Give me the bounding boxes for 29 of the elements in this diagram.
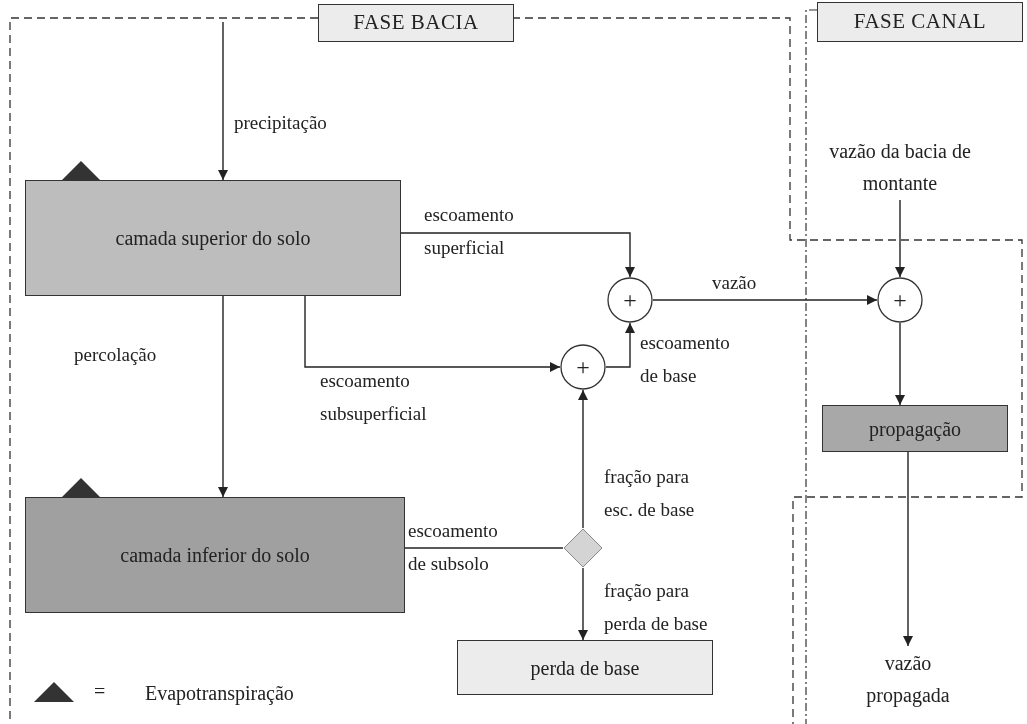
arrow (304, 295, 561, 372)
edge-label: fração para esc. de base (603, 465, 696, 522)
summing-junction: + (607, 277, 653, 323)
soil-layer-box: camada inferior do solo (25, 497, 405, 613)
split-diamond (563, 528, 603, 568)
arrow (218, 295, 228, 498)
process-box: propagação (822, 405, 1008, 452)
arrow (578, 567, 588, 641)
edge-label: escoamento de base (639, 331, 731, 388)
phase-title-box: FASE BACIA (318, 4, 514, 42)
arrow (895, 199, 905, 278)
arrow (218, 21, 228, 181)
summing-junction: + (877, 277, 923, 323)
arrow (652, 295, 878, 305)
edge-label: escoamento de subsolo (407, 519, 499, 576)
summing-junction: + (560, 344, 606, 390)
arrow (400, 232, 635, 278)
arrow (605, 322, 635, 368)
flow-text: vazão da bacia de montante (805, 134, 995, 200)
arrow (895, 322, 905, 406)
phase-title-box: FASE CANAL (817, 2, 1023, 42)
flow-text: vazão propagada (840, 646, 976, 712)
arrow (578, 389, 588, 529)
arrow (903, 451, 913, 647)
edge-label: escoamento superficial (423, 203, 515, 260)
process-box: perda de base (457, 640, 713, 695)
edge-label: escoamento subsuperficial (319, 369, 428, 426)
soil-layer-box: camada superior do solo (25, 180, 401, 296)
edge-label: fração para perda de base (603, 579, 709, 636)
